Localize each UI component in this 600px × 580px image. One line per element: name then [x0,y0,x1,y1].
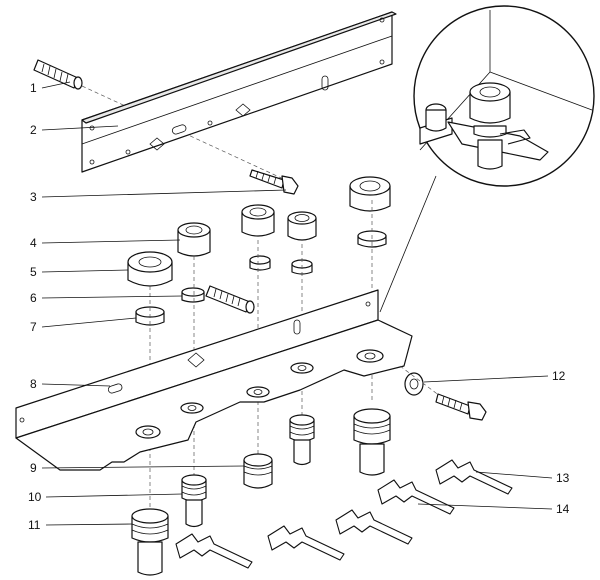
svg-text:14: 14 [556,502,570,516]
detail-magnifier [379,5,595,313]
fitting-10 [181,474,207,528]
svg-text:10: 10 [28,490,42,504]
svg-text:13: 13 [556,471,570,485]
wall-plug-top [33,59,83,90]
callout-11: 11 [28,518,133,532]
callout-8: 8 [30,377,111,391]
fitting-right-large [353,408,391,476]
callout-1: 1 [30,81,71,95]
svg-text:8: 8 [30,377,37,391]
washer [404,372,424,396]
screw-bottom [435,393,487,421]
svg-text:9: 9 [30,461,37,475]
nut-small-3 [241,204,275,237]
svg-text:1: 1 [30,81,37,95]
svg-text:3: 3 [30,190,37,204]
olive-6 [181,287,205,303]
clip-13 [435,459,513,495]
bracket-hole-3 [246,386,270,398]
bracket-hole-2 [180,402,204,414]
fitting-11 [131,508,169,576]
bracket-hole-5 [356,349,384,363]
olive-mid-1 [249,255,271,271]
callout-10: 10 [28,490,183,504]
nut-small-4 [287,211,317,241]
fitting-mid-right [289,414,315,466]
bracket-hole-4 [290,362,314,374]
svg-text:6: 6 [30,291,37,305]
callout-7: 7 [30,317,137,334]
lower-mounting-bracket [15,289,413,471]
callout-4: 4 [30,236,181,250]
olive-7 [135,306,165,326]
clip-mid-1 [335,509,413,545]
svg-text:4: 4 [30,236,37,250]
fitting-9 [243,453,273,489]
callout-5: 5 [30,265,129,279]
nut-large-5 [127,251,173,287]
nut-large-right [349,176,391,212]
clip-mid-2 [267,525,345,561]
callout-12: 12 [423,369,566,383]
svg-text:2: 2 [30,123,37,137]
callout-6: 6 [30,291,183,305]
clip-14 [377,479,455,515]
upper-mounting-rail [81,11,397,173]
svg-text:12: 12 [552,369,566,383]
callout-14: 14 [417,502,570,516]
callout-9: 9 [30,461,245,475]
clip-left [175,533,253,569]
screw-top [249,169,299,195]
svg-text:11: 11 [28,518,41,532]
svg-text:7: 7 [30,320,37,334]
bracket-hole-1 [135,425,161,439]
svg-text:5: 5 [30,265,37,279]
nut-small-4-left [177,222,211,257]
callout-13: 13 [475,471,570,485]
callout-3: 3 [30,189,287,204]
callout-2: 2 [30,123,119,137]
wall-plug-mid [205,285,255,314]
